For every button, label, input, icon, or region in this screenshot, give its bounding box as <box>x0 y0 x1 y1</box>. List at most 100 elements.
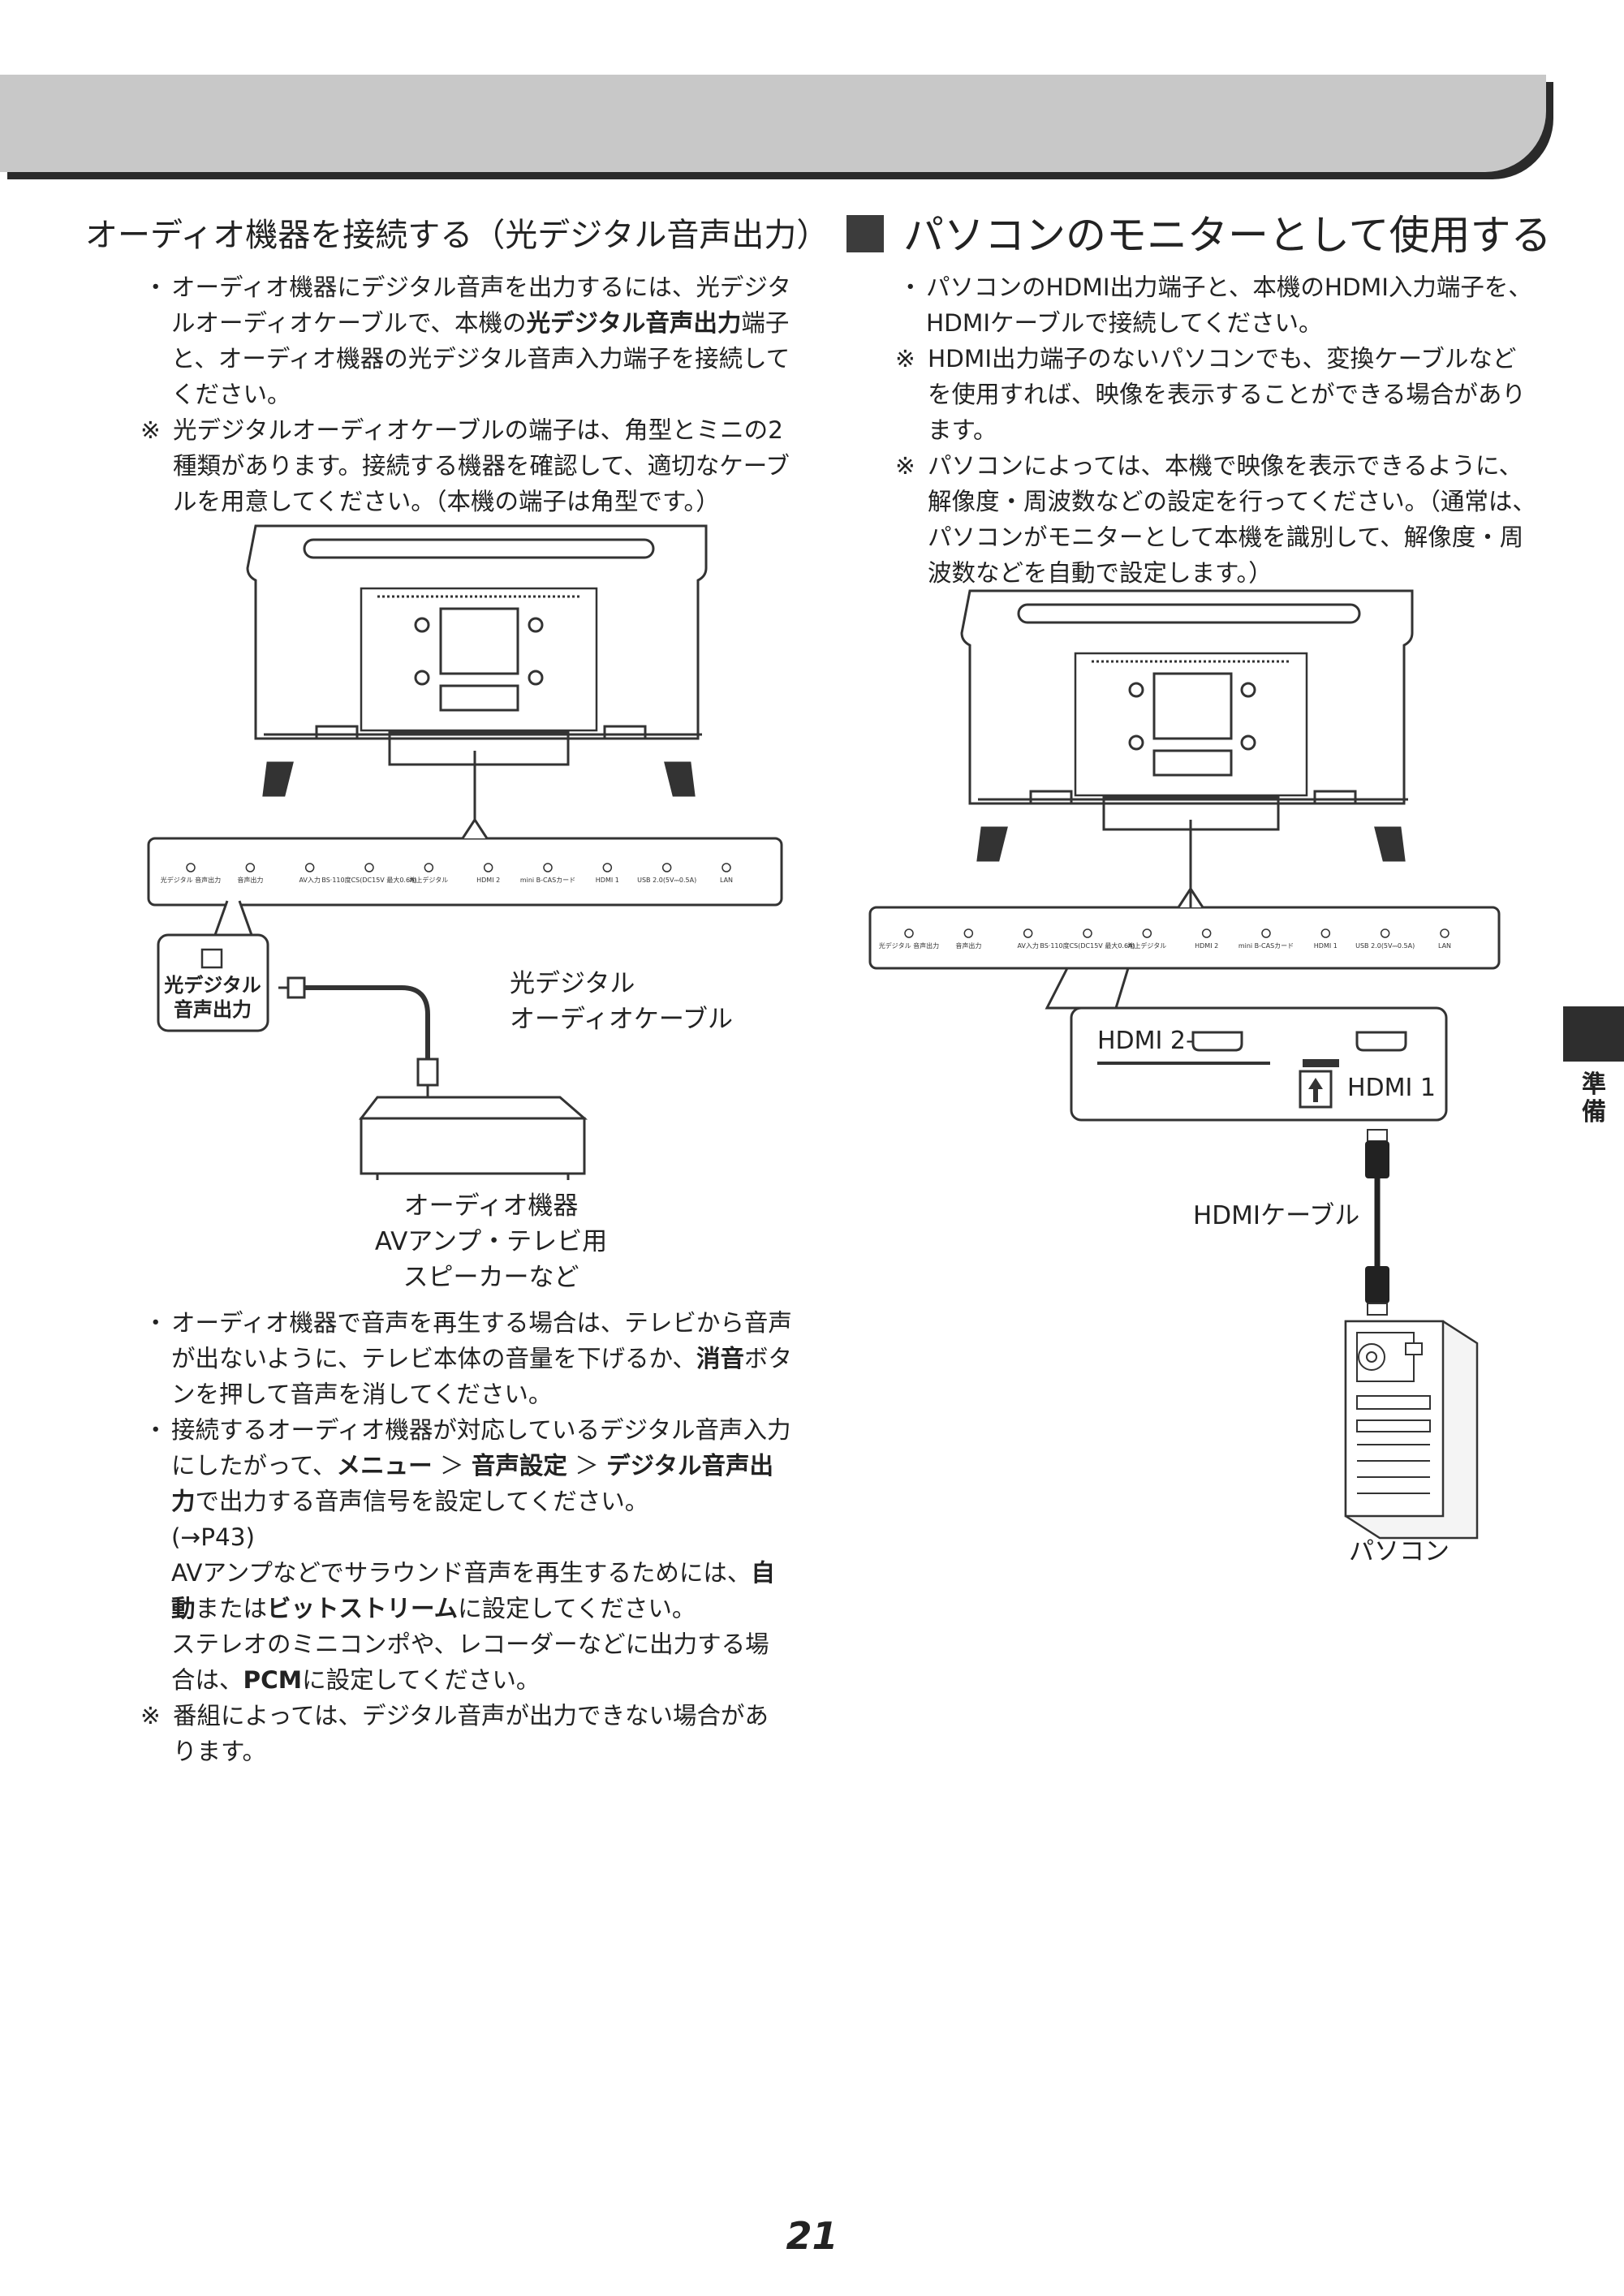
right-column: パソコンのモニターとして使用する ・パソコンのHDMI出力端子と、本機のHDMI… <box>846 209 1553 591</box>
port-label: USB 2.0(5V⎓0.5A) <box>1355 942 1415 950</box>
hdmi2-port-icon <box>1191 1031 1243 1052</box>
port-icon <box>1320 928 1331 938</box>
paragraph-item: ※ 光デジタルオーディオケーブルの端子は、角型とミニの2種類があります。接続する機… <box>140 412 792 519</box>
section-tab[interactable] <box>1563 1006 1624 1062</box>
bold-term: PCM <box>243 1666 303 1694</box>
paragraph-item: ※HDMI出力端子のないパソコンでも、変換ケーブルなどを使用すれば、映像を表示す… <box>895 341 1536 448</box>
text-run: パソコンのHDMI出力端子と、本機のHDMI入力端子を、HDMIケーブルで接続し… <box>926 274 1532 337</box>
bullet-mark: ・ <box>144 1416 168 1444</box>
port-label: LAN <box>1438 942 1451 950</box>
paragraph-item: ・オーディオ機器で音声を再生する場合は、テレビから音声が出ないように、テレビ本体… <box>140 1305 792 1412</box>
port-icon <box>722 863 731 872</box>
hdmi-zoom-callout: HDMI 2– HDMI 1 <box>1045 967 1448 1122</box>
note-mark: ※ <box>895 452 915 480</box>
section-square-icon <box>846 215 884 252</box>
paragraph-item: ・接続するオーディオ機器が対応しているデジタル音声入力にしたがって、メニュー ＞… <box>140 1412 792 1698</box>
text-run: パソコンによっては、本機で映像を表示できるように、解像度・周波数などの設定を行っ… <box>928 452 1536 587</box>
text-run: HDMI出力端子のないパソコンでも、変換ケーブルなどを使用すれば、映像を表示する… <box>928 345 1526 444</box>
pc-caption: パソコン <box>1349 1537 1450 1566</box>
text-run: に設定してください。 <box>302 1666 541 1694</box>
tv-rear-illustration <box>246 524 708 797</box>
port-icon <box>904 928 914 938</box>
text-run: AVアンプなどでサラウンド音声を再生するためには、 <box>171 1559 752 1587</box>
port-icon <box>424 863 434 872</box>
bold-term: デジタル音声出力 <box>171 1452 774 1515</box>
text-run: 接続するオーディオ機器が対応しているデジタル音声入力にしたがって、 <box>171 1416 791 1480</box>
port-label: HDMI 1 <box>1314 942 1338 950</box>
port-icon <box>1023 928 1033 938</box>
text-run: 端子と、オーディオ機器の光デジタル音声入力端子を接続してください。 <box>171 309 790 408</box>
text-run: ＞ <box>566 1452 607 1480</box>
text-run: ＞ <box>432 1452 472 1480</box>
port-icon <box>186 863 196 872</box>
tv-rear-illustration-right <box>960 589 1414 862</box>
port-icon <box>245 863 256 872</box>
audio-device-caption-line-1: オーディオ機器 <box>403 1191 579 1221</box>
bold-term: 音声設定 <box>471 1452 567 1480</box>
text-run: (→P43) <box>171 1523 256 1551</box>
port-label: AV入力 <box>1017 941 1038 950</box>
port-label: USB 2.0(5V⎓0.5A) <box>637 877 696 884</box>
header-band <box>0 75 1546 172</box>
hdmi-cable <box>1365 1129 1389 1316</box>
hdmi-cable-label: HDMIケーブル <box>1193 1201 1360 1230</box>
paragraph-item: ・オーディオ機器にデジタル音声を出力するには、光デジタルオーディオケーブルで、本… <box>140 269 792 412</box>
pc-tower-illustration <box>1344 1320 1479 1540</box>
bullet-mark: ・ <box>144 274 168 301</box>
port-label: mini B-CASカード <box>520 877 575 884</box>
port-label: 地上デジタル <box>1127 941 1166 950</box>
port-icon <box>602 863 613 872</box>
pc-monitor-heading-text: パソコンのモニターとして使用する <box>903 212 1552 259</box>
bullet-mark: ・ <box>898 274 923 301</box>
port-label: BS·110度CS(DC15V 最大0.6A) <box>321 876 416 884</box>
port-icon <box>543 863 553 872</box>
optical-cable-label-line-2: オーディオケーブル <box>510 1005 733 1034</box>
port-icon <box>483 863 493 872</box>
port-icon <box>1201 928 1212 938</box>
text-run: オーディオ機器にデジタル音声を出力するには、光デジタルオーディオケーブルで、本機… <box>171 274 791 337</box>
bold-term: 自動 <box>171 1559 775 1622</box>
paragraph-item: ※ パソコンによっては、本機で映像を表示できるように、解像度・周波数などの設定を行… <box>895 448 1536 591</box>
hdmi2-zoom-label: HDMI 2– <box>1097 1027 1198 1055</box>
audio-device-caption: オーディオ機器 AVアンプ・テレビ用 スピーカーなど <box>308 1188 674 1295</box>
callout-line-2: 音声出力 <box>174 998 252 1021</box>
optical-output-subheading: オーディオ機器を接続する（光デジタル音声出力） <box>85 217 829 254</box>
port-label: AV入力 <box>299 876 320 884</box>
audio-device-caption-line-2: AVアンプ・テレビ用 <box>374 1227 608 1256</box>
bullet-mark: ・ <box>144 1309 168 1337</box>
text-run: で出力する音声信号を設定してください。 <box>195 1488 649 1515</box>
port-label: 音声出力 <box>237 876 263 884</box>
port-label: HDMI 2 <box>1195 942 1218 950</box>
text-run: ステレオのミニコンポや、レコーダーなどに出力する場合は、 <box>171 1630 769 1694</box>
port-label: 音声出力 <box>955 941 981 950</box>
note-mark: ※ <box>140 416 161 444</box>
port-icon <box>661 863 672 872</box>
bold-term: 光デジタル音声出力 <box>526 309 742 337</box>
port-label: mini B-CASカード <box>1238 942 1294 950</box>
page-number: 21 <box>786 2214 838 2258</box>
optical-notes-list: ・オーディオ機器で音声を再生する場合は、テレビから音声が出ないように、テレビ本体… <box>140 1305 792 1769</box>
port-icon <box>963 928 974 938</box>
port-label: 光デジタル 音声出力 <box>161 876 221 884</box>
port-label: 地上デジタル <box>409 876 448 884</box>
left-column: オーディオ機器を接続する（光デジタル音声出力） ・オーディオ機器にデジタル音声を… <box>85 213 829 519</box>
hdmi1-port-icon <box>1355 1031 1407 1052</box>
note-mark: ※ <box>140 1702 161 1730</box>
optical-intro-list: ・オーディオ機器にデジタル音声を出力するには、光デジタルオーディオケーブルで、本… <box>140 269 792 519</box>
section-tab-label: 準備 <box>1582 1070 1606 1126</box>
pc-monitor-list: ・パソコンのHDMI出力端子と、本機のHDMI入力端子を、HDMIケーブルで接続… <box>895 269 1536 591</box>
port-icon <box>304 863 315 872</box>
optical-callout: 光デジタル 音声出力 <box>157 900 269 1032</box>
audio-device-caption-line-3: スピーカーなど <box>403 1263 579 1292</box>
port-icon <box>1261 928 1271 938</box>
port-icon <box>1440 928 1450 938</box>
optical-cable-label-line-1: 光デジタル <box>510 969 635 998</box>
paragraph-item: ・パソコンのHDMI出力端子と、本機のHDMI入力端子を、HDMIケーブルで接続… <box>895 269 1536 341</box>
text-run: オーディオ機器で音声を再生する場合は、テレビから音声が出ないように、テレビ本体の… <box>171 1309 792 1372</box>
port-label: 光デジタル 音声出力 <box>879 941 939 950</box>
callout-line-1: 光デジタル <box>163 974 261 997</box>
text-run: 光デジタルオーディオケーブルの端子は、角型とミニの2種類があります。接続する機器… <box>173 416 790 515</box>
